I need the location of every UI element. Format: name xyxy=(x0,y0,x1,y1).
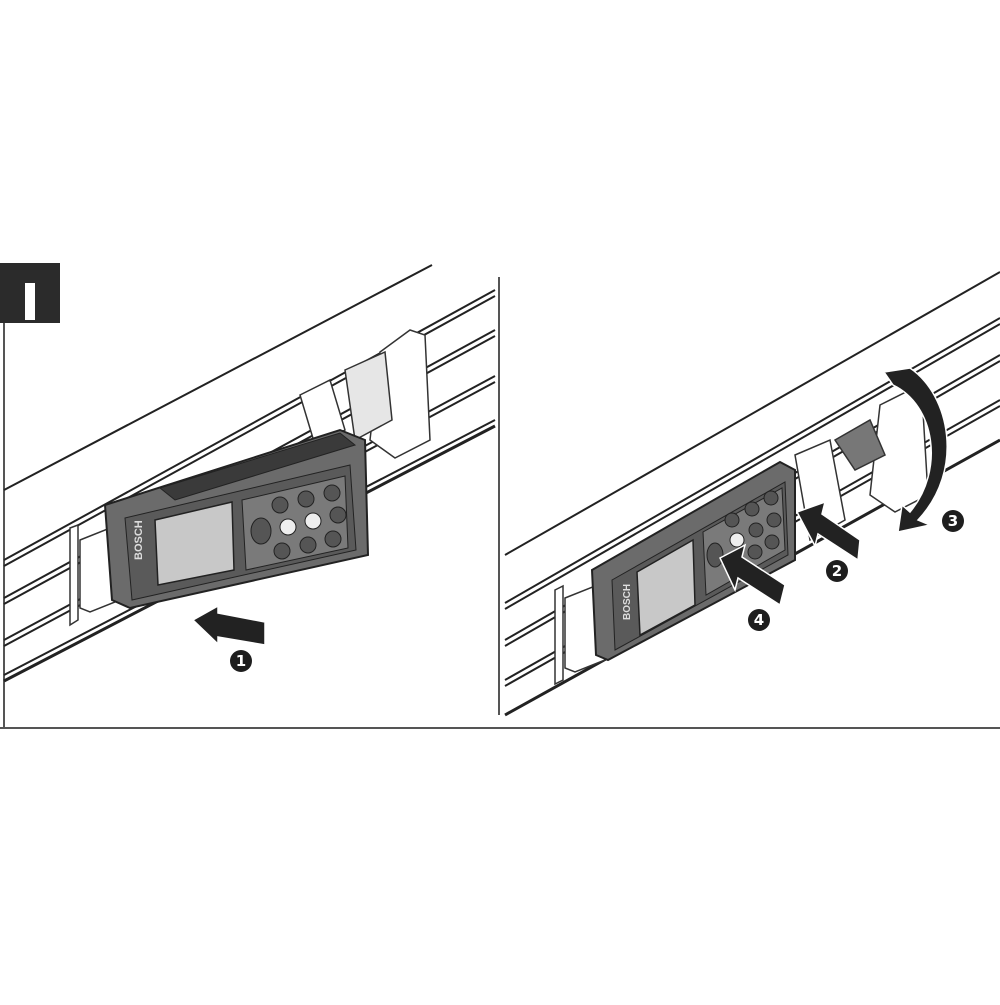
arrow-step-4 xyxy=(719,543,786,607)
brand-label-right: BOSCH xyxy=(622,584,633,620)
step-badge-3: 3 xyxy=(942,510,964,532)
device-left: BOSCH xyxy=(103,428,370,610)
device-right: BOSCH xyxy=(590,460,796,662)
arrow-step-3 xyxy=(882,367,948,533)
figure-label-text: I xyxy=(25,283,35,320)
left-clamp xyxy=(299,329,431,459)
step-badge-1: 1 xyxy=(230,650,252,672)
figure-label: I xyxy=(0,263,60,323)
panel-borders xyxy=(0,277,1000,729)
arrow-step-2 xyxy=(795,500,861,562)
arrow-step-1 xyxy=(191,604,266,646)
step-badge-4: 4 xyxy=(748,609,770,631)
brand-label-left: BOSCH xyxy=(133,520,145,560)
step-badge-2: 2 xyxy=(826,560,848,582)
